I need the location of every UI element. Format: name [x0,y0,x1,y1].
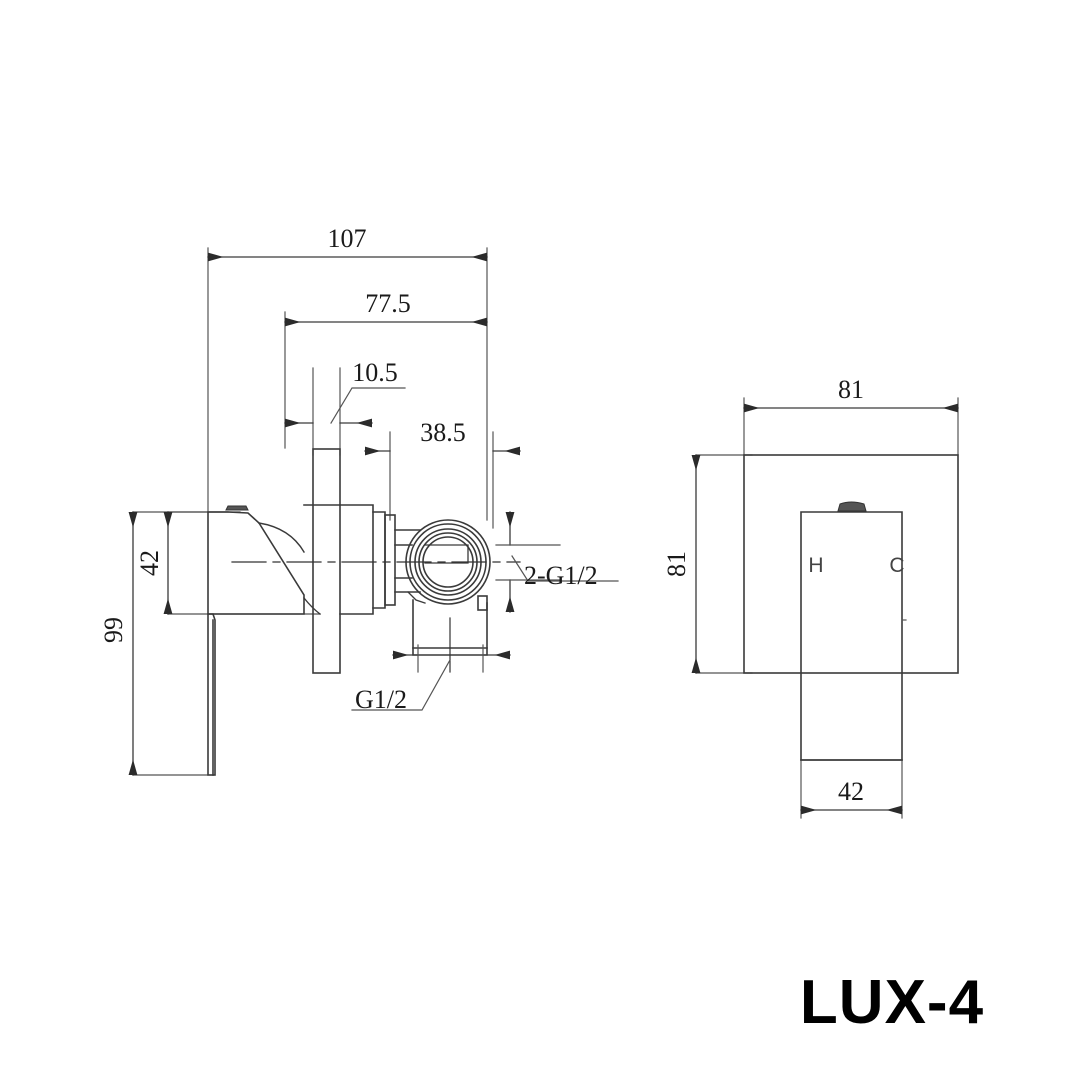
callout-outlet-thread-text: G1/2 [355,685,407,714]
dimension-38-5-text: 38.5 [420,418,466,447]
dimension-42-height-text: 42 [135,550,164,576]
cold-marking: C [889,554,904,577]
dimension-77-5: 77.5 [284,289,488,327]
projection-lines [132,247,494,776]
dimension-10-5: 10.5 [284,358,406,428]
projection-lines-front [695,397,959,819]
dimension-42-width: 42 [800,777,903,815]
dimension-outlet-width [392,644,511,673]
lever-arm-side [207,613,216,776]
dimension-42-width-text: 42 [838,777,864,806]
handle-cap-front [837,501,867,512]
callout-inlet-thread-text: 2-G1/2 [524,561,598,590]
valve-body-side [303,504,396,615]
dimension-99-height-text: 99 [99,617,128,643]
callout-inlet-thread: 2-G1/2 [511,555,619,590]
leader-line-inlet [511,555,619,582]
handle-body-side [207,511,321,615]
front-view: 81 81 42 [662,375,959,819]
dimension-inlet-spacing [495,511,561,613]
leader-line-outlet [351,659,451,711]
dimension-81-height: 81 [662,454,701,674]
dimension-107-text: 107 [328,224,367,253]
callout-outlet-thread: G1/2 [351,659,451,714]
model-label: LUX-4 [799,968,985,1037]
dimension-10-5-text: 10.5 [352,358,398,387]
dimension-81-width: 81 [743,375,959,413]
dimension-42-height: 42 [135,511,173,615]
wall-plate-side [312,448,341,674]
outlet-neck-side [394,529,426,604]
leader-line-10-5 [330,387,406,424]
dimension-81-width-text: 81 [838,375,864,404]
dimension-38-5: 38.5 [364,418,521,456]
hot-marking: H [808,554,823,577]
dimension-81-height-text: 81 [662,551,691,577]
handle-front [800,511,903,761]
dimension-107: 107 [207,224,488,262]
side-section-view: 107 77.5 10.5 38.5 [99,224,619,776]
dimension-99-height: 99 [99,511,138,776]
wall-plate-front [743,454,959,674]
handle-cap-side [225,505,249,511]
dimension-77-5-text: 77.5 [365,289,411,318]
